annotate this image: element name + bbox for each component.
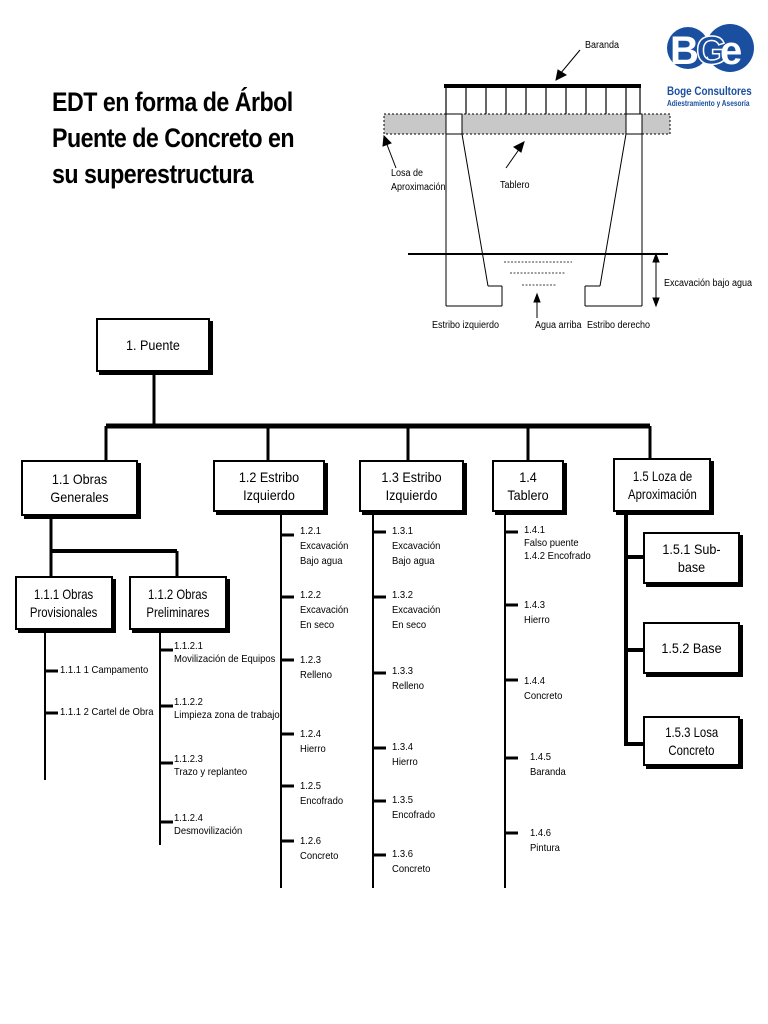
- title-line-1: EDT en forma de Árbol: [52, 87, 293, 117]
- node-tablero: 1.4 Tablero: [492, 460, 564, 512]
- label-estribo-derecho: Estribo derecho: [587, 320, 651, 331]
- leaf-campamento: 1.1.1 1 Campamento: [60, 664, 149, 676]
- logo-tagline: Adiestramiento y Asesoría: [667, 99, 750, 108]
- node-obras-generales: 1.1 Obras Generales: [21, 460, 138, 516]
- label-losa-1: Losa de: [391, 168, 424, 179]
- node-estribo-izquierdo-2: 1.3 Estribo Izquierdo: [359, 460, 464, 512]
- bridge-drawing: [382, 49, 671, 318]
- boge-logo-icon: B G e: [667, 24, 754, 74]
- svg-text:B: B: [670, 29, 699, 73]
- node-puente: 1. Puente: [96, 318, 210, 372]
- node-sub-base: 1.5.1 Sub-base: [643, 532, 740, 584]
- page-title: EDT en forma de Árbol Puente de Concreto…: [52, 84, 295, 192]
- svg-text:G: G: [696, 29, 727, 73]
- node-base: 1.5.2 Base: [643, 622, 740, 674]
- label-estribo-izquierdo: Estribo izquierdo: [432, 320, 500, 331]
- leaf-cartel-obra: 1.1.1 2 Cartel de Obra: [60, 706, 154, 718]
- label-excavacion: Excavación bajo agua: [664, 278, 753, 289]
- node-estribo-izquierdo-1: 1.2 Estribo Izquierdo: [213, 460, 325, 512]
- label-losa-2: Aproximación: [391, 182, 446, 193]
- title-line-2: Puente de Concreto en: [52, 123, 295, 153]
- label-baranda: Baranda: [585, 40, 620, 51]
- svg-text:e: e: [720, 29, 742, 73]
- label-agua-arriba: Agua arriba: [535, 320, 582, 331]
- title-line-3: su superestructura: [52, 159, 254, 189]
- wbs-connectors: [44, 372, 652, 888]
- logo-name: Boge Consultores: [667, 84, 752, 98]
- label-tablero: Tablero: [500, 180, 530, 191]
